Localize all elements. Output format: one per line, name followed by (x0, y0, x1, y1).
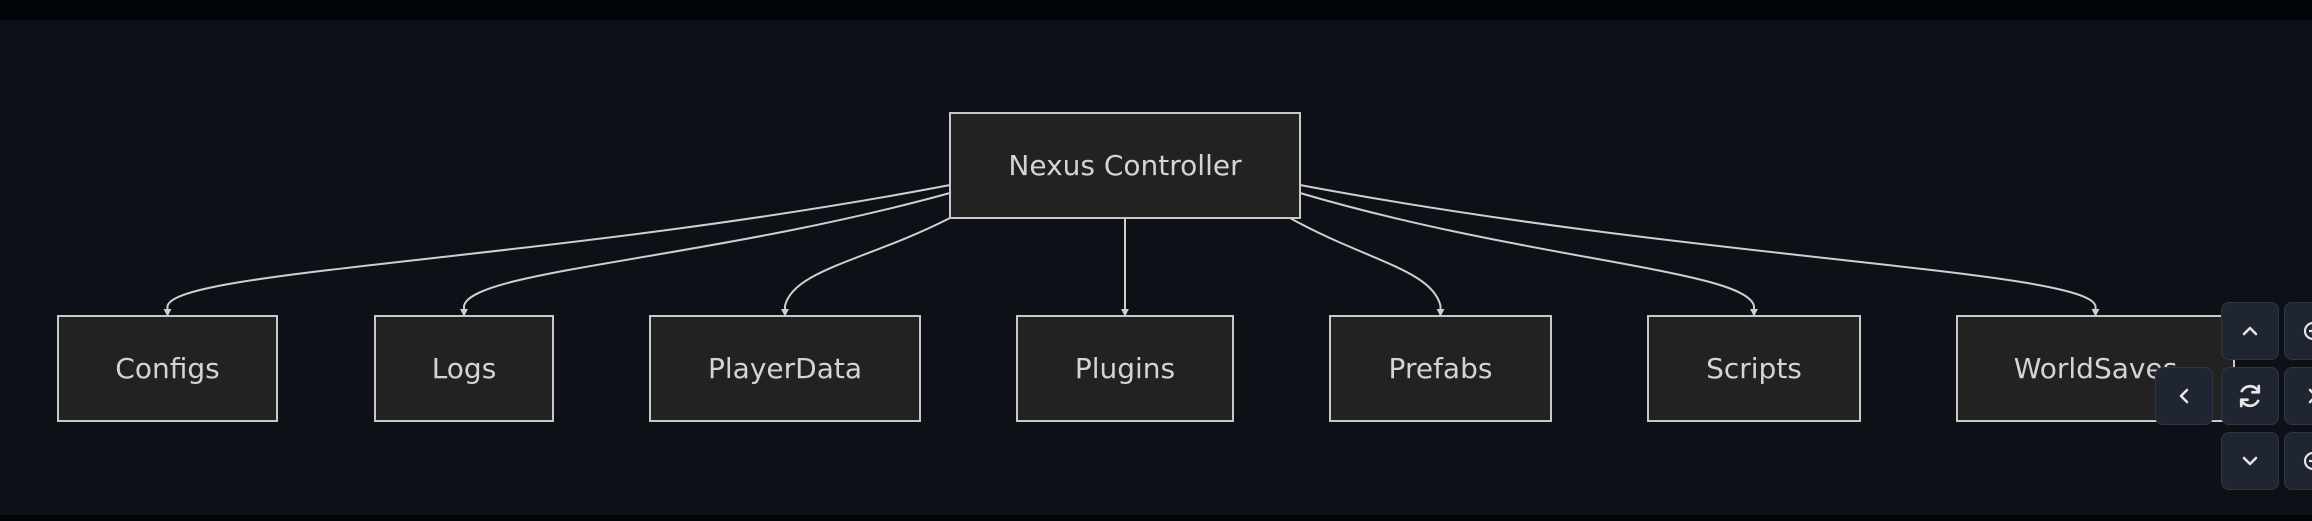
chevron-down-icon (2242, 456, 2258, 466)
chevron-left-icon (2179, 388, 2189, 404)
node-logs-box (374, 315, 554, 422)
reset-view-button[interactable] (2221, 367, 2279, 425)
zoom-out-icon (2303, 451, 2312, 471)
edge-root-to-configs (163, 184, 951, 317)
refresh-icon (2239, 384, 2261, 408)
chevron-up-icon (2242, 326, 2258, 336)
node-logs[interactable]: Logs (374, 315, 554, 422)
pan-left-button[interactable] (2155, 367, 2213, 425)
node-logs-label: Logs (432, 352, 497, 385)
node-prefabs-box (1329, 315, 1552, 422)
edge-root-to-logs (460, 192, 951, 317)
node-worldsaves-label: WorldSaves (2014, 352, 2178, 385)
node-scripts-box (1647, 315, 1861, 422)
node-nexus-controller-box (949, 112, 1301, 219)
node-scripts-label: Scripts (1706, 352, 1802, 385)
edge-root-to-worldsaves (1299, 184, 2100, 317)
node-configs-label: Configs (115, 352, 219, 385)
node-plugins-box (1016, 315, 1234, 422)
edge-root-to-scripts (1299, 192, 1758, 317)
node-playerdata-box (649, 315, 921, 422)
node-plugins-label: Plugins (1075, 352, 1175, 385)
zoom-out-button[interactable] (2284, 432, 2312, 490)
edge-root-to-playerdata (781, 217, 951, 317)
edges-group (163, 184, 2100, 317)
edge-root-to-prefabs (1289, 217, 1445, 317)
chevron-right-icon (2308, 388, 2312, 404)
node-playerdata-label: PlayerData (708, 352, 862, 385)
node-prefabs-label: Prefabs (1389, 352, 1493, 385)
node-prefabs[interactable]: Prefabs (1329, 315, 1552, 422)
node-nexus-controller-label: Nexus Controller (1008, 149, 1242, 182)
bottom-bar (0, 515, 2312, 521)
pan-right-button[interactable] (2284, 367, 2312, 425)
node-scripts[interactable]: Scripts (1647, 315, 1861, 422)
zoom-in-button[interactable] (2284, 302, 2312, 360)
pan-up-button[interactable] (2221, 302, 2279, 360)
node-plugins[interactable]: Plugins (1016, 315, 1234, 422)
node-configs[interactable]: Configs (57, 315, 278, 422)
pan-down-button[interactable] (2221, 432, 2279, 490)
node-playerdata[interactable]: PlayerData (649, 315, 921, 422)
top-bar (0, 0, 2312, 20)
zoom-in-icon (2303, 321, 2312, 341)
node-nexus-controller[interactable]: Nexus Controller (949, 112, 1301, 219)
node-configs-box (57, 315, 278, 422)
